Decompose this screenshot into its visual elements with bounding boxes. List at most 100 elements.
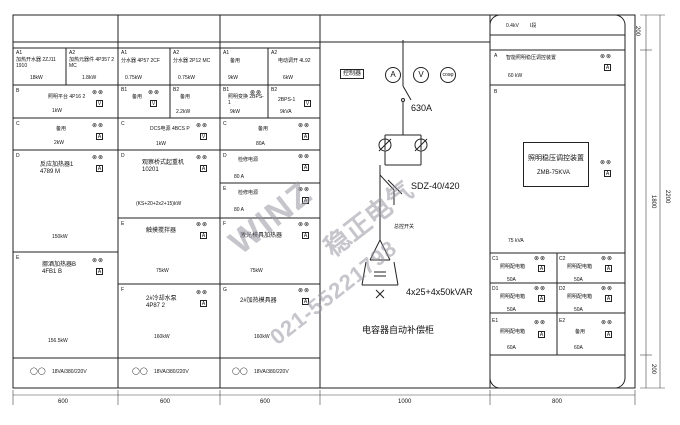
c1-c-rating: 2kW — [54, 140, 64, 146]
c3-d-rating: 80 A — [234, 174, 245, 180]
c2-c-meter-icon: V — [200, 133, 207, 140]
rc-d2-label: D2 — [559, 286, 566, 292]
c2-b2-label: B2 — [173, 87, 180, 93]
c2-a1-rating: 0.75kW — [125, 75, 142, 81]
device-name: 照明稳压调控装置 — [528, 155, 584, 162]
c3-f-label: F — [223, 221, 227, 227]
breaker-rating: 630A — [411, 103, 433, 113]
rc-d2-meter-icon: A — [605, 295, 612, 302]
c1-b-label: B — [16, 88, 20, 94]
c2-b1-text: 备用 — [132, 94, 143, 100]
c2-b-meter-icon: V — [150, 100, 157, 107]
c2-c-label: C — [121, 121, 125, 127]
capacitor-spec: 4x25+4x50kVAR — [406, 287, 473, 297]
rc-e1-rating: 60A — [507, 345, 516, 351]
c3-a2-rating: 6kW — [283, 75, 293, 81]
c1-transformer-icon: ◯◯ — [30, 368, 46, 375]
device-model: ZMB-75KVA — [537, 170, 570, 176]
c1-b-text: 照明平台 4P16 2 — [48, 94, 86, 100]
c2-a2-rating: 0.75kW — [178, 75, 195, 81]
c1-e-text: 挪酒加热器B 4FB1 B — [42, 262, 77, 275]
c3-f-meter-icon: A — [302, 232, 309, 239]
c2-a1-text: 分水器 4P57 2CF — [121, 58, 160, 64]
c1-b-meter-icon: V — [96, 100, 103, 107]
rc-d1-lamps-icon: ⊗⊗ — [534, 286, 547, 292]
c3-b1-text: 照明变换 2BPS-1 — [228, 94, 264, 106]
c3-e-rating: 80 A — [234, 207, 245, 213]
rc-b-rating: 75 kVA — [508, 238, 524, 244]
header-voltage: 0.4kV — [506, 23, 519, 29]
rc-c1-lamps-icon: ⊗⊗ — [534, 256, 547, 262]
rc-e2-text: 备用 — [575, 329, 586, 335]
rc-c1-label: C1 — [492, 256, 499, 262]
rc-c1-meter-icon: A — [538, 265, 545, 272]
c1-width-dim: 600 — [58, 399, 69, 405]
c3-g-meter-icon: A — [302, 298, 309, 305]
c3-a1-label: A1 — [223, 50, 230, 56]
rc-e1-label: E1 — [492, 318, 499, 324]
c3-b2-rating: 9kVA — [280, 109, 292, 115]
c1-a1-rating: 18kW — [30, 75, 43, 81]
ammeter-icon: A — [385, 67, 401, 83]
c3-c-lamps-icon: ⊗⊗ — [298, 123, 311, 129]
c2-a2-label: A2 — [173, 50, 180, 56]
rc-c2-rating: 50A — [574, 277, 583, 283]
c1-c-meter-icon: A — [96, 133, 103, 140]
dim-top: 200 — [634, 26, 640, 37]
power-factor-meter-icon: cosφ — [440, 67, 456, 83]
c3-a2-label: A2 — [271, 50, 278, 56]
c2-d-rating: (KS+20+2x2+15)kW — [136, 201, 182, 207]
rc-d1-text: 照明配电箱 — [500, 294, 526, 300]
c2-d-text: 观察桥式起重机 10201 — [142, 160, 185, 173]
rc-e2-label: E2 — [559, 318, 566, 324]
rc-d1-meter-icon: A — [538, 295, 545, 302]
c3-transformer: 18VA/380/220V — [254, 369, 289, 375]
dim-mid: 1800 — [650, 195, 656, 209]
c3-f-rating: 75kW — [250, 268, 263, 274]
c3-b-lamps-icon: ⊗⊗ — [250, 90, 263, 96]
rc-c1-text: 照明配电箱 — [500, 264, 526, 270]
c3-d-label: D — [223, 153, 227, 159]
contactor-model: SDZ-40/420 — [411, 181, 460, 191]
rc-e2-rating: 60A — [574, 345, 583, 351]
c3-transformer-icon: ◯◯ — [232, 368, 248, 375]
c2-c-text: DCS电源 4BCS P — [150, 126, 190, 132]
c2-b1-label: B1 — [121, 87, 128, 93]
rc-a-lamps-icon: ⊗⊗ — [600, 54, 613, 60]
c3-g-label: G — [223, 287, 227, 293]
rc-d2-text: 照明配电箱 — [567, 294, 593, 300]
rc-a-rating: 60 kW — [508, 73, 523, 79]
capacitor-title: 电容器自动补偿柜 — [362, 325, 435, 335]
c2-f-rating: 160kW — [154, 334, 170, 340]
c2-b-rating: 2.2kW — [176, 109, 191, 115]
c2-d-meter-icon: A — [200, 165, 207, 172]
capacitor-width-dim: 1000 — [398, 399, 412, 405]
c1-e-label: E — [16, 255, 20, 261]
c3-f-lamps-icon: ⊗⊗ — [298, 222, 311, 228]
c1-d-text: 反应加热器1 4789 M — [40, 162, 74, 175]
rc-b-lamps-icon: ⊗⊗ — [600, 160, 613, 166]
c3-e-lamps-icon: ⊗⊗ — [298, 187, 311, 193]
rc-d1-rating: 50A — [507, 307, 516, 313]
c3-g-rating: 160kW — [254, 334, 270, 340]
c3-g-text: 2#加热模具器 — [240, 298, 277, 304]
c3-b-meter-icon: V — [304, 100, 311, 107]
c3-width-dim: 600 — [260, 399, 271, 405]
c3-d-lamps-icon: ⊗⊗ — [298, 154, 311, 160]
c2-f-lamps-icon: ⊗⊗ — [196, 290, 209, 296]
rc-d2-lamps-icon: ⊗⊗ — [601, 286, 614, 292]
rc-c1-rating: 50A — [507, 277, 516, 283]
dim-bottom: 200 — [650, 364, 656, 375]
rc-e1-lamps-icon: ⊗⊗ — [534, 320, 547, 326]
c1-c-lamps-icon: ⊗⊗ — [92, 123, 105, 129]
rc-c2-text: 照明配电箱 — [567, 264, 593, 270]
c3-b2-text: 2BPS-1 — [278, 97, 296, 103]
header-section: I段 — [530, 23, 537, 29]
rc-a-label: A — [494, 53, 498, 59]
c3-a1-text: 备用 — [230, 58, 241, 64]
c3-g-lamps-icon: ⊗⊗ — [298, 288, 311, 294]
c2-transformer: 18VA/380/220V — [154, 369, 189, 375]
switch-note: 总控开关 — [394, 224, 415, 230]
rc-e2-lamps-icon: ⊗⊗ — [601, 320, 614, 326]
rc-d2-rating: 50A — [574, 307, 583, 313]
